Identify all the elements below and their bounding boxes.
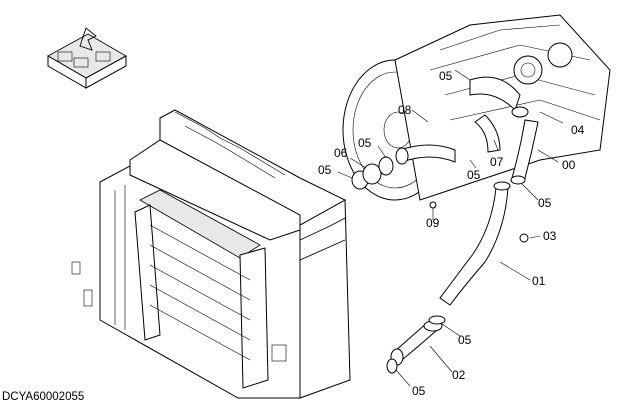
callout-05-flywheel: 05 <box>358 136 372 150</box>
callout-09: 09 <box>426 216 440 230</box>
callout-05-left: 05 <box>318 163 332 177</box>
callout-07: 07 <box>490 155 504 169</box>
callout-00: 00 <box>562 158 576 172</box>
hose-02 <box>390 320 443 366</box>
callout-04: 04 <box>571 123 585 137</box>
callout-05-bottom: 05 <box>412 384 426 398</box>
callout-01: 01 <box>532 274 546 288</box>
pipe-01 <box>439 181 511 306</box>
callout-05-right: 05 <box>538 196 552 210</box>
radiator-frame <box>71 109 351 399</box>
callout-03: 03 <box>543 229 557 243</box>
orientation-icon <box>47 27 127 89</box>
callout-02: 02 <box>452 368 466 382</box>
callout-06: 06 <box>334 146 348 160</box>
callout-05-mid: 05 <box>467 168 481 182</box>
callout-05-lower: 05 <box>458 333 472 347</box>
document-code: DCYA60002055 <box>2 391 84 403</box>
callout-08: 08 <box>398 103 412 117</box>
callouts: 05 08 05 06 05 04 00 07 05 05 09 03 01 0… <box>318 69 585 398</box>
leader-lines <box>337 69 564 387</box>
callout-05-turbo-top: 05 <box>439 69 453 83</box>
hose-upper <box>395 144 456 165</box>
